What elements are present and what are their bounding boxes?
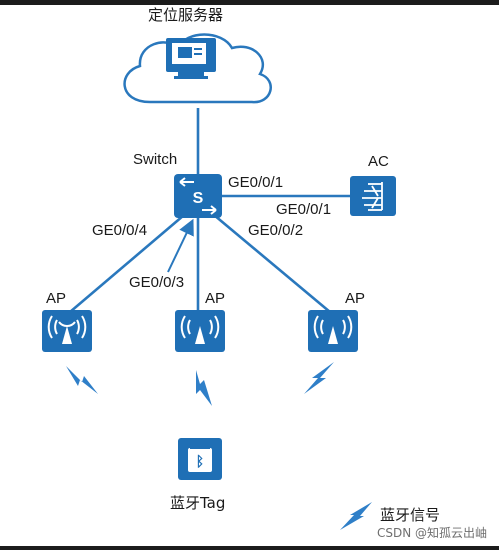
- port-ap-right-label: GE0/0/2: [248, 222, 304, 239]
- ap-left-icon: [42, 310, 92, 352]
- port-ap-middle-label: GE0/0/3: [129, 274, 185, 291]
- bluetooth-signal-icon-left: [66, 366, 98, 394]
- link-switch-ap-left: [69, 209, 191, 313]
- bluetooth-tag-icon: ᛒ: [178, 438, 222, 480]
- server-label: 定位服务器: [148, 6, 224, 24]
- ac-icon: [350, 176, 396, 216]
- switch-label: Switch: [133, 151, 178, 168]
- port-ge003-pointer: [167, 218, 194, 273]
- bluetooth-signal-icon-right: [304, 362, 334, 394]
- server-cloud-icon: [123, 33, 272, 104]
- ac-label: AC: [368, 153, 389, 170]
- bottom-border: [0, 546, 499, 550]
- ap-right-icon: [308, 310, 358, 352]
- top-border: [0, 0, 499, 5]
- port-switch-ac-label: GE0/0/1: [228, 174, 284, 191]
- ap-right-label: AP: [345, 290, 366, 307]
- ap-middle-label: AP: [205, 290, 226, 307]
- tag-label: 蓝牙Tag: [170, 494, 226, 512]
- legend-label: 蓝牙信号: [380, 506, 441, 524]
- ap-left-label: AP: [46, 290, 67, 307]
- port-ac-side-label: GE0/0/1: [276, 201, 332, 218]
- switch-icon: S: [174, 174, 222, 218]
- link-switch-ap-right: [207, 209, 331, 313]
- watermark: CSDN @知孤云出岫: [376, 524, 487, 541]
- bluetooth-glyph: ᛒ: [196, 454, 204, 470]
- port-ap-left-label: GE0/0/4: [92, 222, 148, 239]
- legend-signal-icon: [340, 502, 372, 530]
- monitor-icon: [166, 38, 216, 79]
- connection-lines: [69, 108, 350, 313]
- bluetooth-signal-icon-middle: [196, 370, 212, 406]
- switch-glyph: S: [193, 190, 204, 207]
- ap-middle-icon: [175, 310, 225, 352]
